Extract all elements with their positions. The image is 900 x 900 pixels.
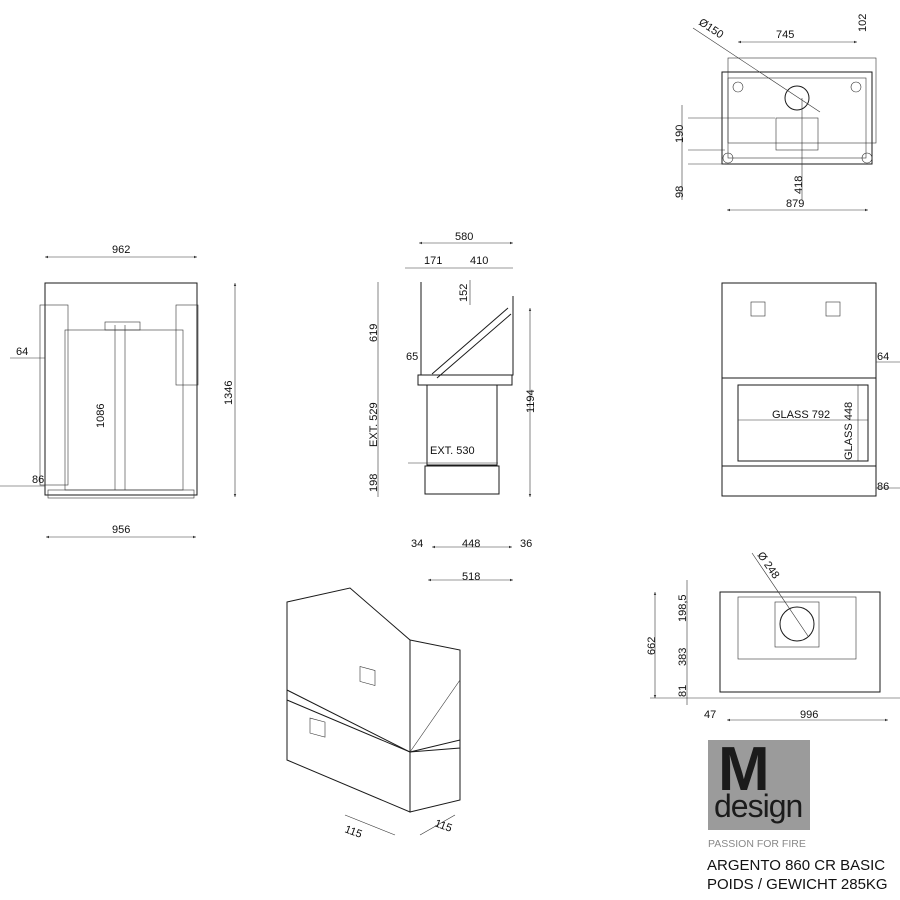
dim-418: 418 [793,176,805,194]
dim-745: 745 [776,29,794,41]
dim-64: 64 [16,346,28,358]
dim-ext-530: EXT. 530 [430,445,475,457]
dim-383: 383 [677,648,689,666]
dim-glass-792: GLASS 792 [772,409,830,421]
dim-956: 956 [112,524,130,536]
top-view: Ø150 745 102 190 98 418 879 [674,14,877,212]
front-view: 962 1346 64 1086 86 956 [0,244,237,539]
dim-171: 171 [424,255,442,267]
dim-47: 47 [704,709,716,721]
dim-448: 448 [462,538,480,550]
isometric-view: 115 115 [286,587,461,841]
dim-64-right: 64 [877,351,889,363]
dim-86-right: 86 [877,481,889,493]
dim-65: 65 [406,351,418,363]
dim-619: 619 [368,324,380,342]
mdesign-logo: M design [708,735,810,830]
dim-879: 879 [786,198,804,210]
dim-98: 98 [674,186,686,198]
dim-198-5: 198,5 [677,594,689,622]
dim-ext-529: EXT. 529 [368,402,380,447]
dim-996: 996 [800,709,818,721]
product-weight: POIDS / GEWICHT 285KG [707,876,888,893]
dim-410: 410 [470,255,488,267]
dim-36: 36 [520,538,532,550]
dim-518: 518 [462,571,480,583]
dim-580: 580 [455,231,473,243]
dim-115-right: 115 [433,818,454,835]
dim-1346: 1346 [223,381,235,405]
dim-diameter-150: Ø150 [696,16,725,41]
right-front-view: GLASS 792 GLASS 448 64 86 [721,282,900,497]
product-name: ARGENTO 860 CR BASIC [707,857,886,874]
dim-152: 152 [458,284,470,302]
dim-81: 81 [677,685,689,697]
dim-662: 662 [646,637,658,655]
side-view: 580 171 410 152 619 65 EXT. 529 EXT. 530… [368,231,537,583]
logo-tagline: PASSION FOR FIRE [708,838,806,850]
dim-1194: 1194 [525,389,537,413]
dim-198: 198 [368,474,380,492]
logo-word: design [714,788,803,824]
logo-letter: M [718,735,770,804]
dim-190: 190 [674,125,686,143]
dim-115-left: 115 [343,824,364,841]
dim-102: 102 [857,14,869,32]
dim-glass-448: GLASS 448 [843,402,855,460]
dim-1086: 1086 [95,404,107,428]
dim-962: 962 [112,244,130,256]
dim-34: 34 [411,538,423,550]
dim-86: 86 [32,474,44,486]
plan-view: Ø 248 662 198,5 383 81 47 996 [646,550,900,722]
